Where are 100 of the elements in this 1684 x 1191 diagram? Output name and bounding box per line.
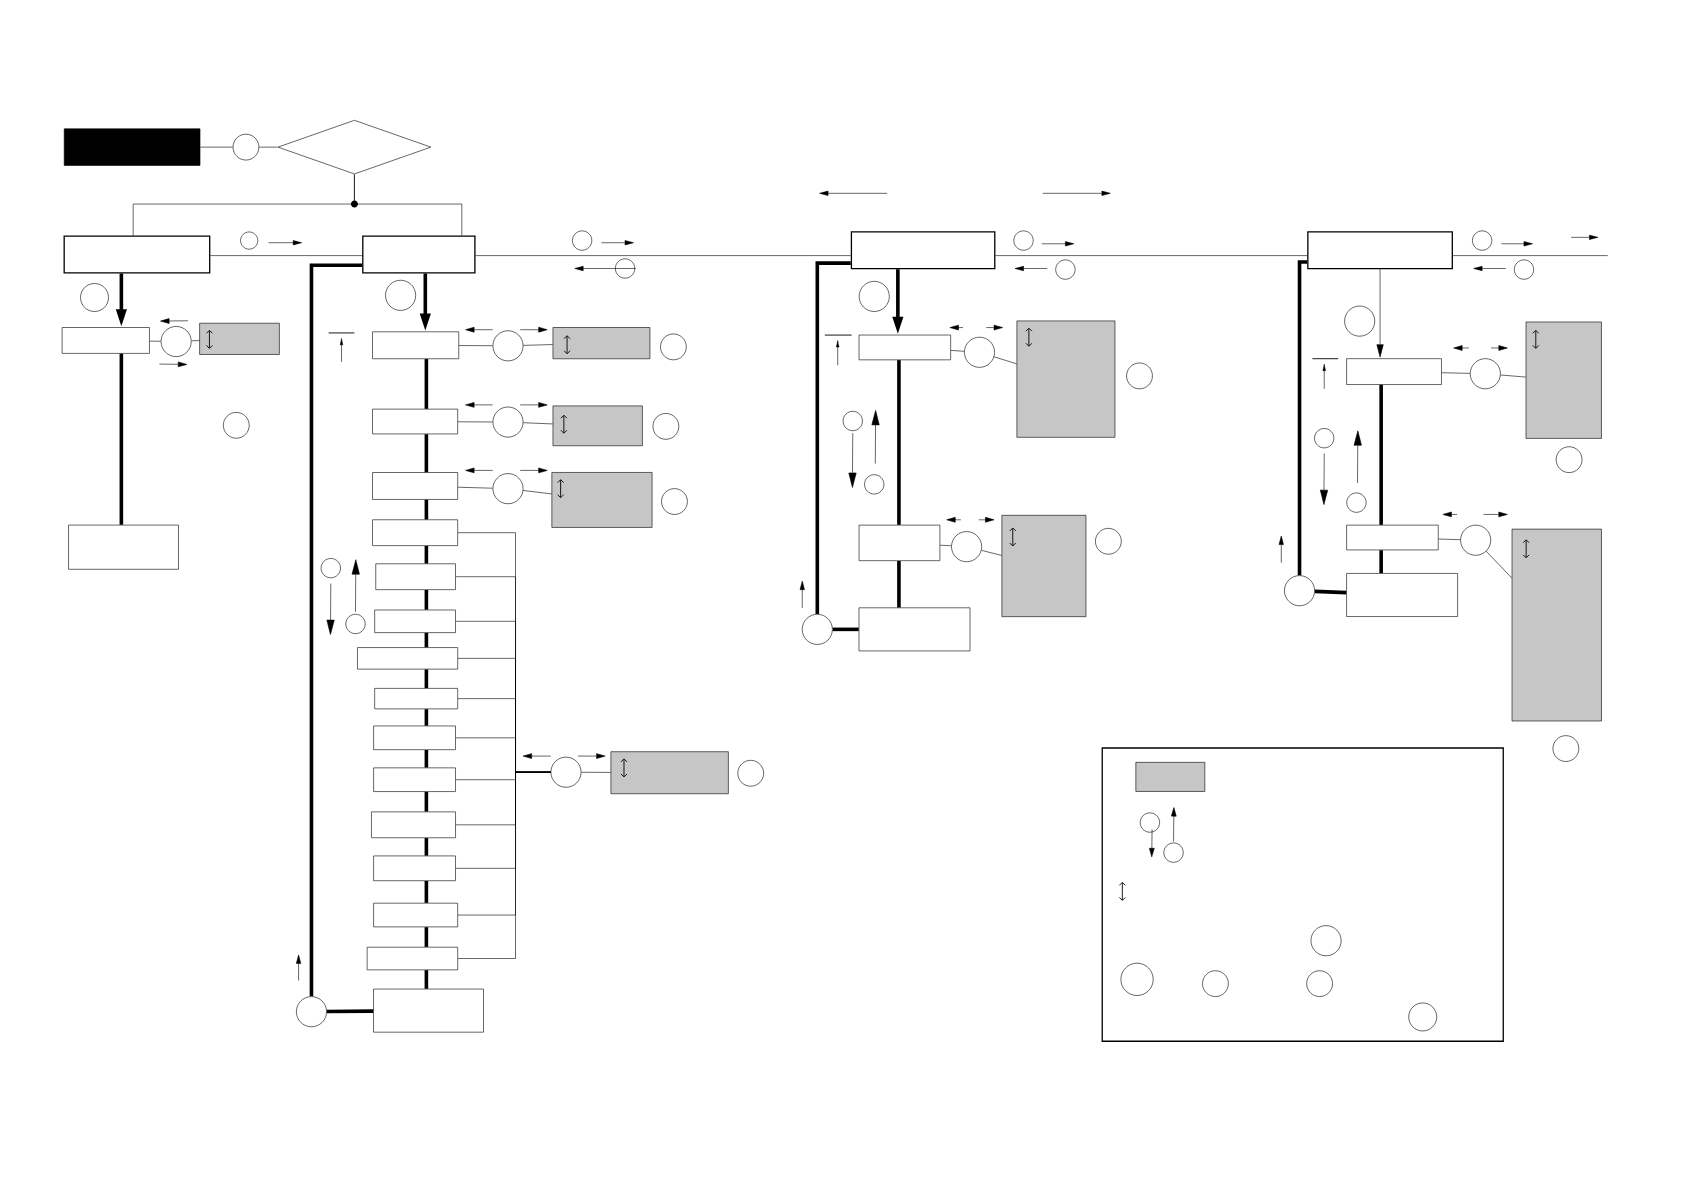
shaded-box (1016, 320, 1116, 438)
menu-box (63, 235, 211, 274)
menu-box (374, 609, 456, 633)
callout-circle (1306, 970, 1333, 997)
callout-circle (1284, 575, 1315, 607)
connector-line (1379, 550, 1383, 574)
callout-circle (864, 474, 885, 495)
callout-circle (1095, 528, 1122, 555)
callout-circle (842, 411, 863, 431)
arrow (871, 410, 880, 464)
connector-line (1438, 538, 1461, 540)
callout-circle (661, 488, 688, 515)
shaded-box (552, 405, 643, 447)
arrow (519, 467, 548, 474)
callout-circle (1472, 230, 1493, 251)
display-box (63, 128, 201, 166)
connector-line (939, 544, 952, 547)
connector-line (457, 486, 493, 489)
decision-diamond (277, 120, 432, 175)
callout-circle (240, 231, 259, 250)
menu-box (858, 524, 941, 561)
arrow (1483, 511, 1508, 518)
callout-circle (1314, 428, 1335, 449)
shaded-box (552, 327, 651, 360)
shaded-box (1511, 528, 1602, 722)
connector-line (424, 545, 429, 564)
menu-box (68, 524, 179, 570)
callout-circle (1555, 446, 1583, 473)
connector-line (424, 669, 429, 689)
connector-line (258, 146, 278, 148)
connector-line (832, 627, 859, 632)
callout-circle (1552, 735, 1580, 762)
menu-box (371, 811, 456, 839)
callout-circle (296, 996, 327, 1028)
shaded-box (610, 751, 729, 795)
connector-line (1452, 255, 1609, 256)
menu-box (1346, 524, 1439, 551)
menu-box (858, 334, 951, 361)
connector-line (424, 632, 429, 648)
callout-circle (964, 336, 995, 368)
connector-line (424, 838, 429, 856)
arrow (949, 324, 964, 331)
arrow (1490, 345, 1508, 351)
connector-line (993, 356, 1017, 365)
callout-circle (223, 412, 250, 439)
connector-line (475, 255, 852, 256)
callout-circle (1408, 1002, 1438, 1032)
callout-circle (1310, 925, 1342, 957)
callout-circle (1120, 962, 1154, 996)
callout-circle (550, 756, 582, 788)
callout-circle (1055, 259, 1076, 280)
callout-circle (492, 406, 524, 438)
connector-line (424, 589, 429, 610)
connector-line (119, 353, 124, 525)
arrow (160, 318, 189, 324)
connector-line (354, 174, 463, 236)
connector-line (424, 881, 429, 903)
callout-circle (385, 279, 416, 311)
callout-circle (1346, 492, 1367, 513)
callout-circle (232, 133, 260, 161)
arrow (1453, 345, 1470, 351)
menu-box (372, 408, 458, 435)
connector-line (424, 499, 429, 520)
connector-line (581, 771, 611, 773)
arrow (1171, 807, 1177, 842)
callout-circle (160, 326, 192, 357)
menu-box (373, 855, 456, 881)
arrow (1149, 829, 1155, 858)
callout-circle (320, 558, 341, 579)
menu-box (850, 231, 996, 270)
callout-circle (1514, 259, 1534, 280)
callout-circle (1460, 524, 1492, 556)
connector-line (457, 421, 493, 423)
menu-box (372, 331, 460, 360)
callout-circle (492, 473, 524, 505)
connector-line (309, 263, 363, 997)
callout-circle (1202, 970, 1229, 997)
menu-box (1346, 358, 1442, 385)
arrow (519, 326, 548, 333)
connector-line (200, 146, 233, 148)
callout-circle (572, 230, 593, 251)
menu-box (372, 472, 458, 500)
menu-box (373, 988, 484, 1033)
menu-box (858, 607, 971, 652)
menu-box (372, 519, 458, 546)
callout-circle (858, 281, 890, 312)
callout-circle (737, 760, 764, 787)
connector-line (424, 791, 429, 812)
connector-line (458, 345, 493, 346)
legend-frame (1101, 747, 1504, 1042)
callout-circle (801, 613, 833, 645)
connector-line (1486, 551, 1512, 579)
callout-circle (1139, 812, 1160, 833)
connector-line (981, 550, 1002, 556)
callout-circle (492, 330, 524, 362)
arrow (848, 432, 857, 488)
callout-circle (660, 333, 687, 361)
connector-line (210, 255, 363, 256)
connector-line (424, 927, 429, 947)
menu-box (1346, 573, 1458, 617)
